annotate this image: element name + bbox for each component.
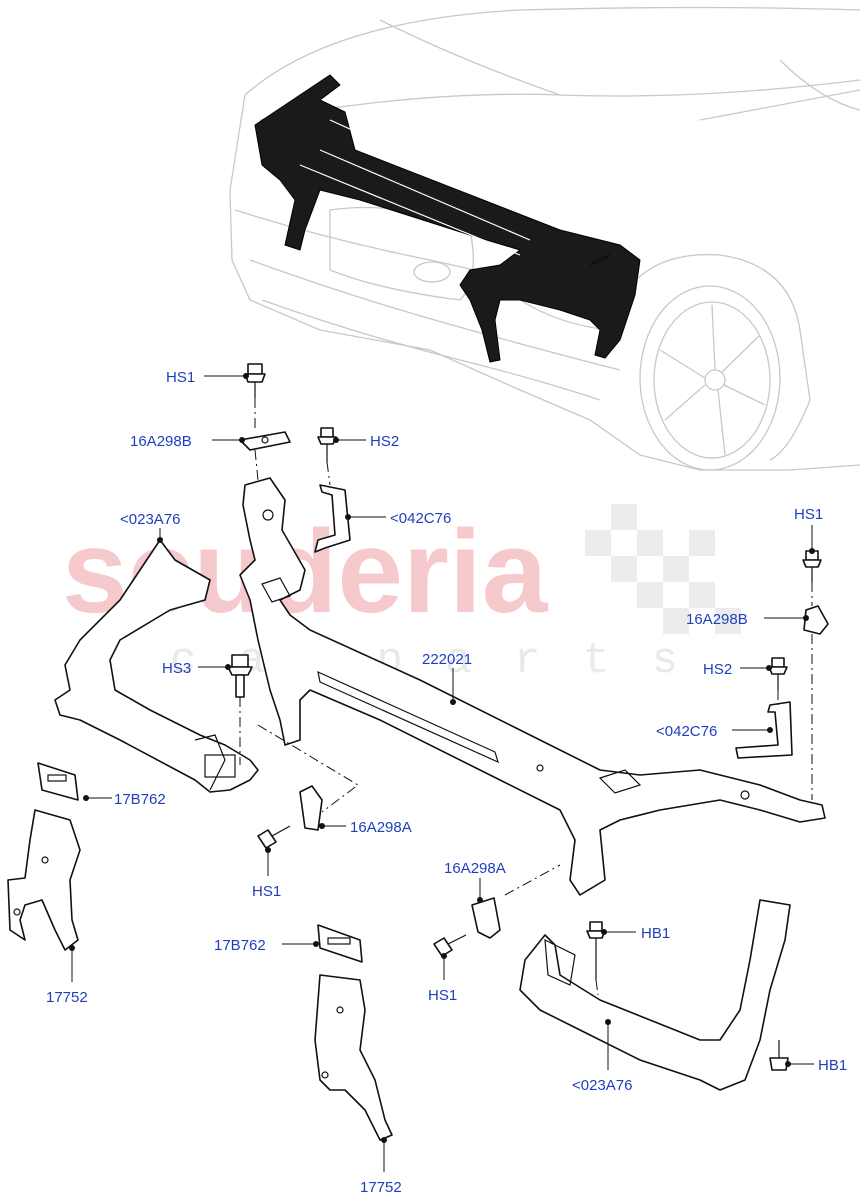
callout-hs2-right: HS2 — [703, 661, 732, 678]
bolt-hs1-right — [802, 550, 822, 582]
assembly-lines — [239, 398, 813, 996]
bolt-hb1-top — [586, 921, 606, 980]
callout-16a298a-left: 16A298A — [350, 819, 412, 836]
callout-17752-left: 17752 — [46, 989, 88, 1006]
bracket-top-16A298B — [239, 431, 291, 451]
callout-023a76-right: <023A76 — [572, 1077, 632, 1094]
checker-flag-icon — [585, 504, 741, 634]
support-left-17752 — [7, 809, 81, 951]
support-bottom-17752 — [314, 974, 393, 1141]
bracket-left-16A298A — [299, 785, 323, 831]
leader-lines — [69, 373, 815, 1172]
bolt-hs1-top — [244, 363, 266, 398]
bolt-hs1-mid — [257, 825, 291, 849]
front-end-carrier — [254, 74, 641, 363]
pad-left-17B762 — [37, 762, 79, 801]
callout-042c76-right: <042C76 — [656, 723, 717, 740]
panel-right-023A76 — [519, 899, 791, 1091]
watermark-sub: c a r p a r t s — [170, 636, 686, 686]
callout-hs1-top: HS1 — [166, 369, 195, 386]
callout-hs3: HS3 — [162, 660, 191, 677]
plate-right-042C76 — [735, 701, 793, 759]
callout-hb1-top: HB1 — [641, 925, 670, 942]
callout-222021: 222021 — [422, 651, 472, 668]
bolt-hb1-right — [769, 1040, 789, 1071]
panel-left-023A76 — [54, 539, 259, 793]
callout-16a298b-right: 16A298B — [686, 611, 748, 628]
callout-hs2-top: HS2 — [370, 433, 399, 450]
callout-hb1-right: HB1 — [818, 1057, 847, 1074]
bolt-hs2-right — [768, 657, 788, 690]
pad-bottom-17B762 — [317, 924, 363, 963]
callout-hs1-mid: HS1 — [252, 883, 281, 900]
callout-16a298a-right: 16A298A — [444, 860, 506, 877]
callout-023a76-left: <023A76 — [120, 511, 180, 528]
callout-042c76-top: <042C76 — [390, 510, 451, 527]
callout-17752-bottom: 17752 — [360, 1179, 402, 1196]
cross-member-222021 — [239, 477, 826, 896]
bolt-hs1-low — [433, 934, 467, 957]
bolt-hs2-top — [317, 427, 337, 462]
bolt-hs3 — [227, 654, 253, 698]
bracket-right-16A298B — [803, 605, 829, 635]
callout-labels: HS1 16A298B HS2 <023A76 <042C76 HS1 16A2… — [46, 369, 847, 1196]
callout-hs1-right: HS1 — [794, 506, 823, 523]
bracket-right-16A298A — [471, 897, 501, 939]
callout-hs1-low: HS1 — [428, 987, 457, 1004]
callout-16a298b-top: 16A298B — [130, 433, 192, 450]
callout-17b762-left: 17B762 — [114, 791, 166, 808]
callout-17b762-bottom: 17B762 — [214, 937, 266, 954]
